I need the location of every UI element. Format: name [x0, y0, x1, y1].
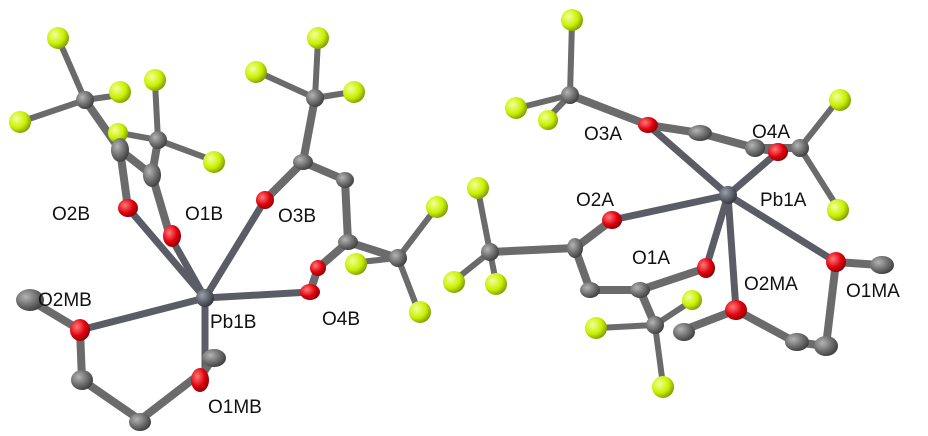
fluorine-atom: [538, 110, 558, 130]
lead-atom-pb1a: [719, 186, 737, 204]
carbon-atom: [293, 154, 313, 170]
fluorine-atom: [682, 290, 702, 310]
oxygen-atom-o3b: [256, 191, 274, 209]
carbon-atom: [673, 323, 695, 341]
fluorine-atom: [203, 151, 225, 173]
carbon-atom: [481, 243, 499, 261]
fluorine-atom: [467, 177, 489, 199]
carbon-atom: [785, 333, 809, 351]
molecule-b-atoms: [9, 27, 448, 431]
fluorine-atom: [9, 111, 31, 133]
label-pb1b: Pb1B: [210, 312, 256, 333]
fluorine-atom: [485, 273, 507, 295]
molecule-a-bonds: [452, 19, 884, 388]
fluorine-atom: [443, 271, 465, 293]
oxygen-atom-o1ma: [826, 252, 846, 272]
fluorine-atom: [307, 27, 329, 49]
carbon-atom: [567, 238, 583, 258]
fluorine-atom: [585, 317, 607, 339]
oxygen-atom-o2mb: [70, 319, 90, 341]
fluorine-atom: [409, 301, 431, 323]
carbon-atom: [688, 125, 712, 141]
oxygen-atom-o3a: [638, 117, 658, 133]
carbon-atom: [338, 234, 358, 250]
label-o3a: O3A: [584, 124, 622, 145]
oxygen-atom-o4b: [300, 284, 320, 300]
molecule-a-atoms: [443, 9, 894, 398]
carbon-atom: [16, 289, 44, 311]
oxygen-atom-o1a: [697, 258, 715, 278]
carbon-atom: [76, 91, 94, 109]
fluorine-atom: [345, 253, 367, 275]
fluorine-atom: [109, 81, 131, 103]
fluorine-atom: [561, 9, 583, 31]
oxygen-atom-o4a: [768, 143, 788, 161]
oxygen-atom-o2ma: [725, 300, 747, 320]
oxygen-atom-o2a: [602, 211, 622, 229]
carbon-atom: [561, 86, 579, 104]
label-o3b: O3B: [278, 206, 316, 227]
fluorine-atom: [245, 61, 267, 83]
bond-pb1b-o2b: [124, 204, 209, 302]
lead-atom-pb1b: [196, 289, 214, 307]
carbon-atom: [389, 249, 407, 267]
carbon-atom: [630, 282, 650, 298]
molecule-b: [9, 27, 448, 431]
fluorine-atom: [829, 89, 851, 111]
carbon-atom: [306, 89, 324, 107]
carbon-atom: [646, 316, 664, 334]
label-o1mb: O1MB: [208, 397, 262, 418]
oxygen-atom-o1b: [163, 225, 181, 247]
label-o2a: O2A: [576, 190, 614, 211]
fluorine-atom: [47, 27, 69, 49]
bond-pb1b-o4b: [201, 288, 314, 302]
atom-labels: O2B O1B O3B O2MB Pb1B O4B O1MB O3A O4A O…: [38, 122, 900, 418]
carbon-atom: [745, 139, 765, 157]
fluorine-atom: [426, 196, 448, 218]
carbon-atom: [791, 139, 809, 157]
carbon-atom: [580, 282, 600, 298]
carbon-atom: [814, 336, 838, 356]
carbon-atom: [202, 349, 226, 367]
label-o2mb: O2MB: [38, 290, 92, 311]
label-pb1a: Pb1A: [760, 190, 807, 211]
oxygen-atom-o1mb: [191, 368, 209, 392]
carbon-atom: [149, 131, 167, 149]
carbon-atom: [870, 256, 894, 274]
fluorine-atom: [108, 123, 128, 143]
oxygen-atom-o2b: [118, 199, 138, 217]
label-o2b: O2B: [52, 204, 90, 225]
bond-pb1b-o3b: [201, 196, 269, 302]
bond-pb1b-o2mb: [76, 294, 209, 334]
label-o4a: O4A: [752, 122, 790, 143]
label-o1b: O1B: [185, 204, 223, 225]
fluorine-atom: [652, 376, 674, 398]
carbon-atom: [129, 413, 151, 431]
fluorine-atom: [827, 199, 849, 221]
fluorine-atom: [144, 69, 166, 91]
label-o1ma: O1MA: [846, 281, 900, 302]
carbon-atom: [143, 163, 161, 187]
carbon-atom: [336, 172, 354, 188]
fluorine-atom: [505, 97, 527, 119]
label-o4b: O4B: [322, 309, 360, 330]
carbon-atom: [71, 370, 93, 390]
molecule-a: [443, 9, 894, 398]
label-o1a: O1A: [632, 248, 670, 269]
oxygen-atom: [310, 260, 326, 276]
label-o2ma: O2MA: [744, 274, 798, 295]
carbon-atom: [111, 138, 129, 162]
fluorine-atom: [343, 81, 365, 103]
